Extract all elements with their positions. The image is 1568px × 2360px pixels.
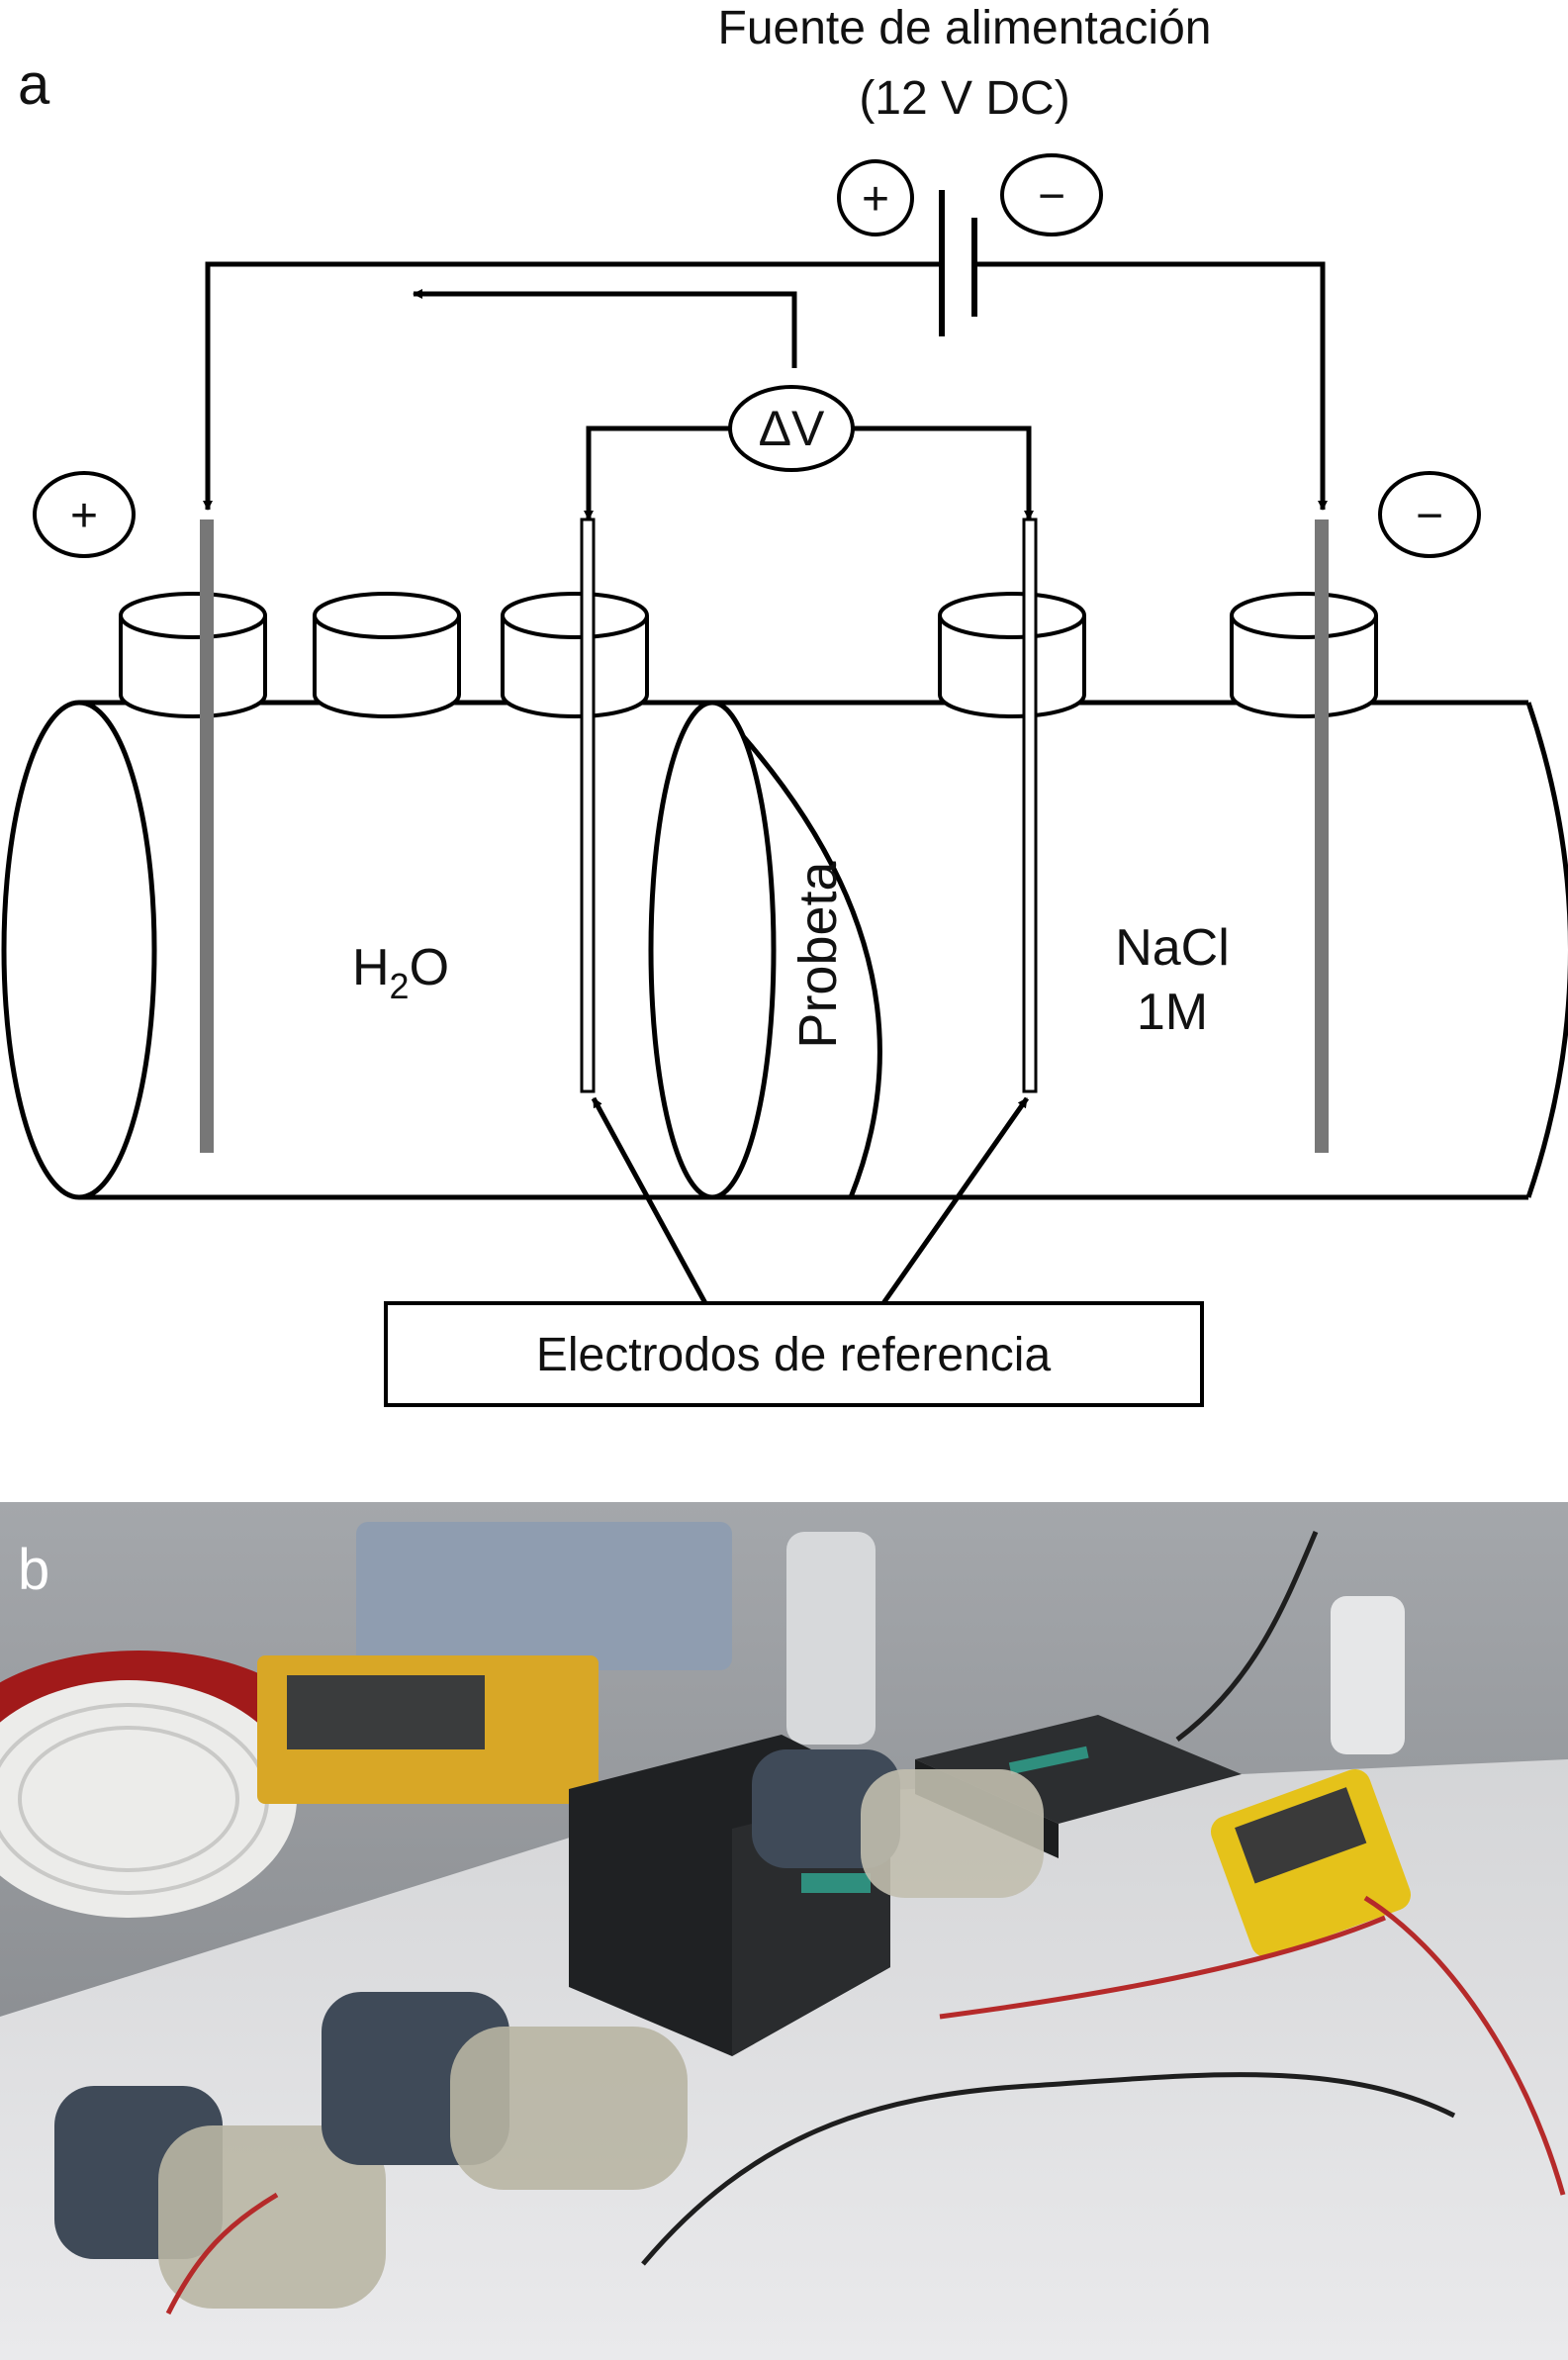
power-negative-terminal: − (1000, 153, 1103, 236)
lab-setup-photo: b (0, 1502, 1568, 2360)
power-supply-title: Fuente de alimentación (718, 2, 1212, 54)
migration-cell-diagram: a Fuente de alimentación (12 V DC) + − Δ… (1, 2, 1568, 1407)
migration-cell-photo-3 (752, 1749, 1044, 1898)
reference-electrode-left (580, 518, 596, 1093)
panel-a-label: a (18, 52, 50, 117)
migration-cell-photo-2 (322, 1992, 688, 2190)
port-2 (313, 592, 461, 718)
anode-rod (200, 519, 214, 1153)
specimen-label: Probeta (788, 860, 848, 1048)
wash-bottle-1 (786, 1532, 876, 1745)
voltmeter: ΔV (728, 385, 855, 472)
battery-symbol (939, 190, 977, 336)
electrode-positive-sign: + (70, 490, 98, 542)
power-negative-sign: − (1038, 170, 1065, 223)
specimen-disc (648, 700, 882, 1200)
circuit-wires (203, 261, 1328, 520)
reference-pointer-arrows (591, 1096, 1030, 1305)
power-supply-spec: (12 V DC) (859, 72, 1069, 125)
reference-electrode-right (1022, 518, 1038, 1093)
power-positive-sign: + (862, 173, 889, 226)
electrode-negative-sign-badge: − (1378, 471, 1481, 558)
electrode-negative-sign: − (1416, 490, 1443, 542)
migration-cell-body (1, 700, 1568, 1200)
yellow-device (257, 1655, 599, 1804)
voltmeter-label: ΔV (759, 401, 825, 456)
reference-electrodes (580, 518, 1038, 1093)
panel-b-label: b (18, 1538, 49, 1602)
port-4 (938, 592, 1086, 718)
right-chamber-line2: 1M (1137, 984, 1208, 1041)
left-chamber-label: H2O (352, 939, 449, 1006)
port-3 (501, 592, 649, 718)
port-5 (1230, 592, 1378, 718)
right-chamber-line1: NaCl (1115, 919, 1230, 977)
wire-spool (0, 1651, 326, 1918)
storage-box (356, 1522, 732, 1670)
cathode-rod (1315, 519, 1329, 1153)
test-leads (165, 1531, 1566, 2315)
bench-surface (0, 1759, 1568, 2360)
migration-cell-photo-1 (54, 2086, 386, 2309)
electrode-positive-sign-badge: + (33, 471, 136, 558)
power-positive-terminal: + (837, 159, 914, 236)
port-1 (119, 592, 267, 718)
reference-label: Electrodos de referencia (536, 1329, 1052, 1381)
multimeter (1210, 1768, 1412, 1958)
wash-bottle-2 (1331, 1596, 1405, 1754)
reference-label-box (384, 1301, 1204, 1407)
cell-ports (119, 592, 1378, 718)
